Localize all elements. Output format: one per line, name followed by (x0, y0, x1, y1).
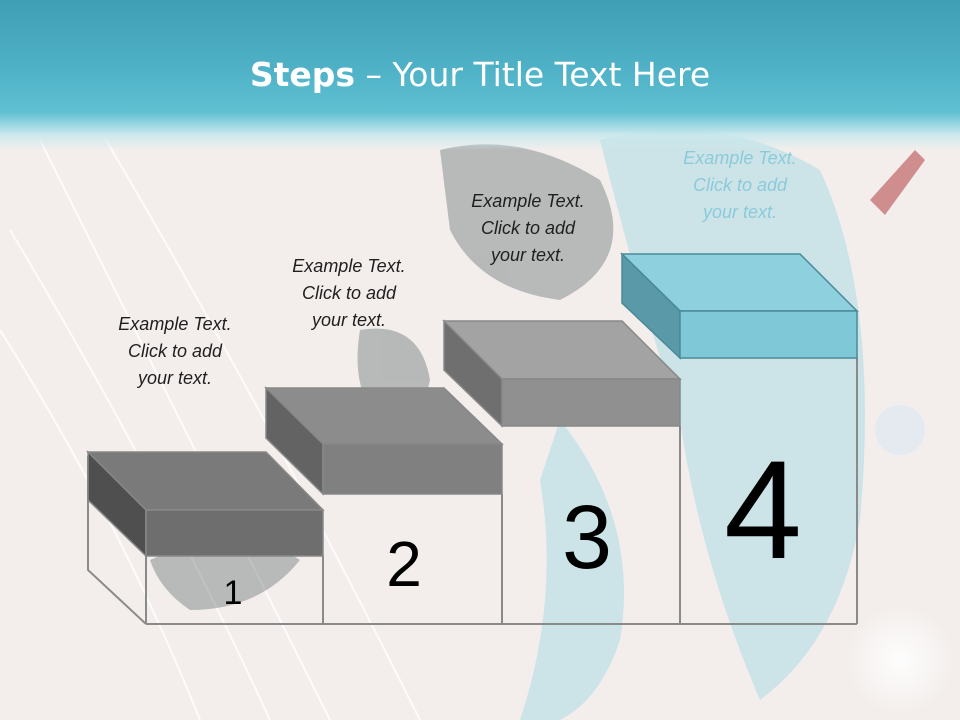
step-1-block[interactable] (86, 450, 325, 558)
step-4-caption[interactable]: Example Text. Click to add your text. (683, 148, 797, 222)
step-1-number: 1 (224, 574, 243, 612)
step-4-number: 4 (724, 431, 802, 588)
step-3-caption[interactable]: Example Text. Click to add your text. (471, 191, 585, 265)
step-3-block[interactable] (442, 319, 682, 428)
step-2-caption[interactable]: Example Text. Click to add your text. (292, 256, 406, 330)
step-4-block[interactable] (620, 252, 859, 360)
steps-frame (87, 358, 858, 625)
step-2-block[interactable] (264, 386, 504, 496)
step-2-number: 2 (386, 528, 422, 600)
step-1-caption[interactable]: Example Text. Click to add your text. (118, 314, 232, 388)
title-bold: Steps (249, 55, 356, 94)
title-rest: – Your Title Text Here (355, 55, 711, 94)
title-bar (0, 0, 960, 150)
step-3-number: 3 (562, 488, 612, 588)
page-title[interactable]: Steps – Your Title Text Here (0, 52, 960, 98)
